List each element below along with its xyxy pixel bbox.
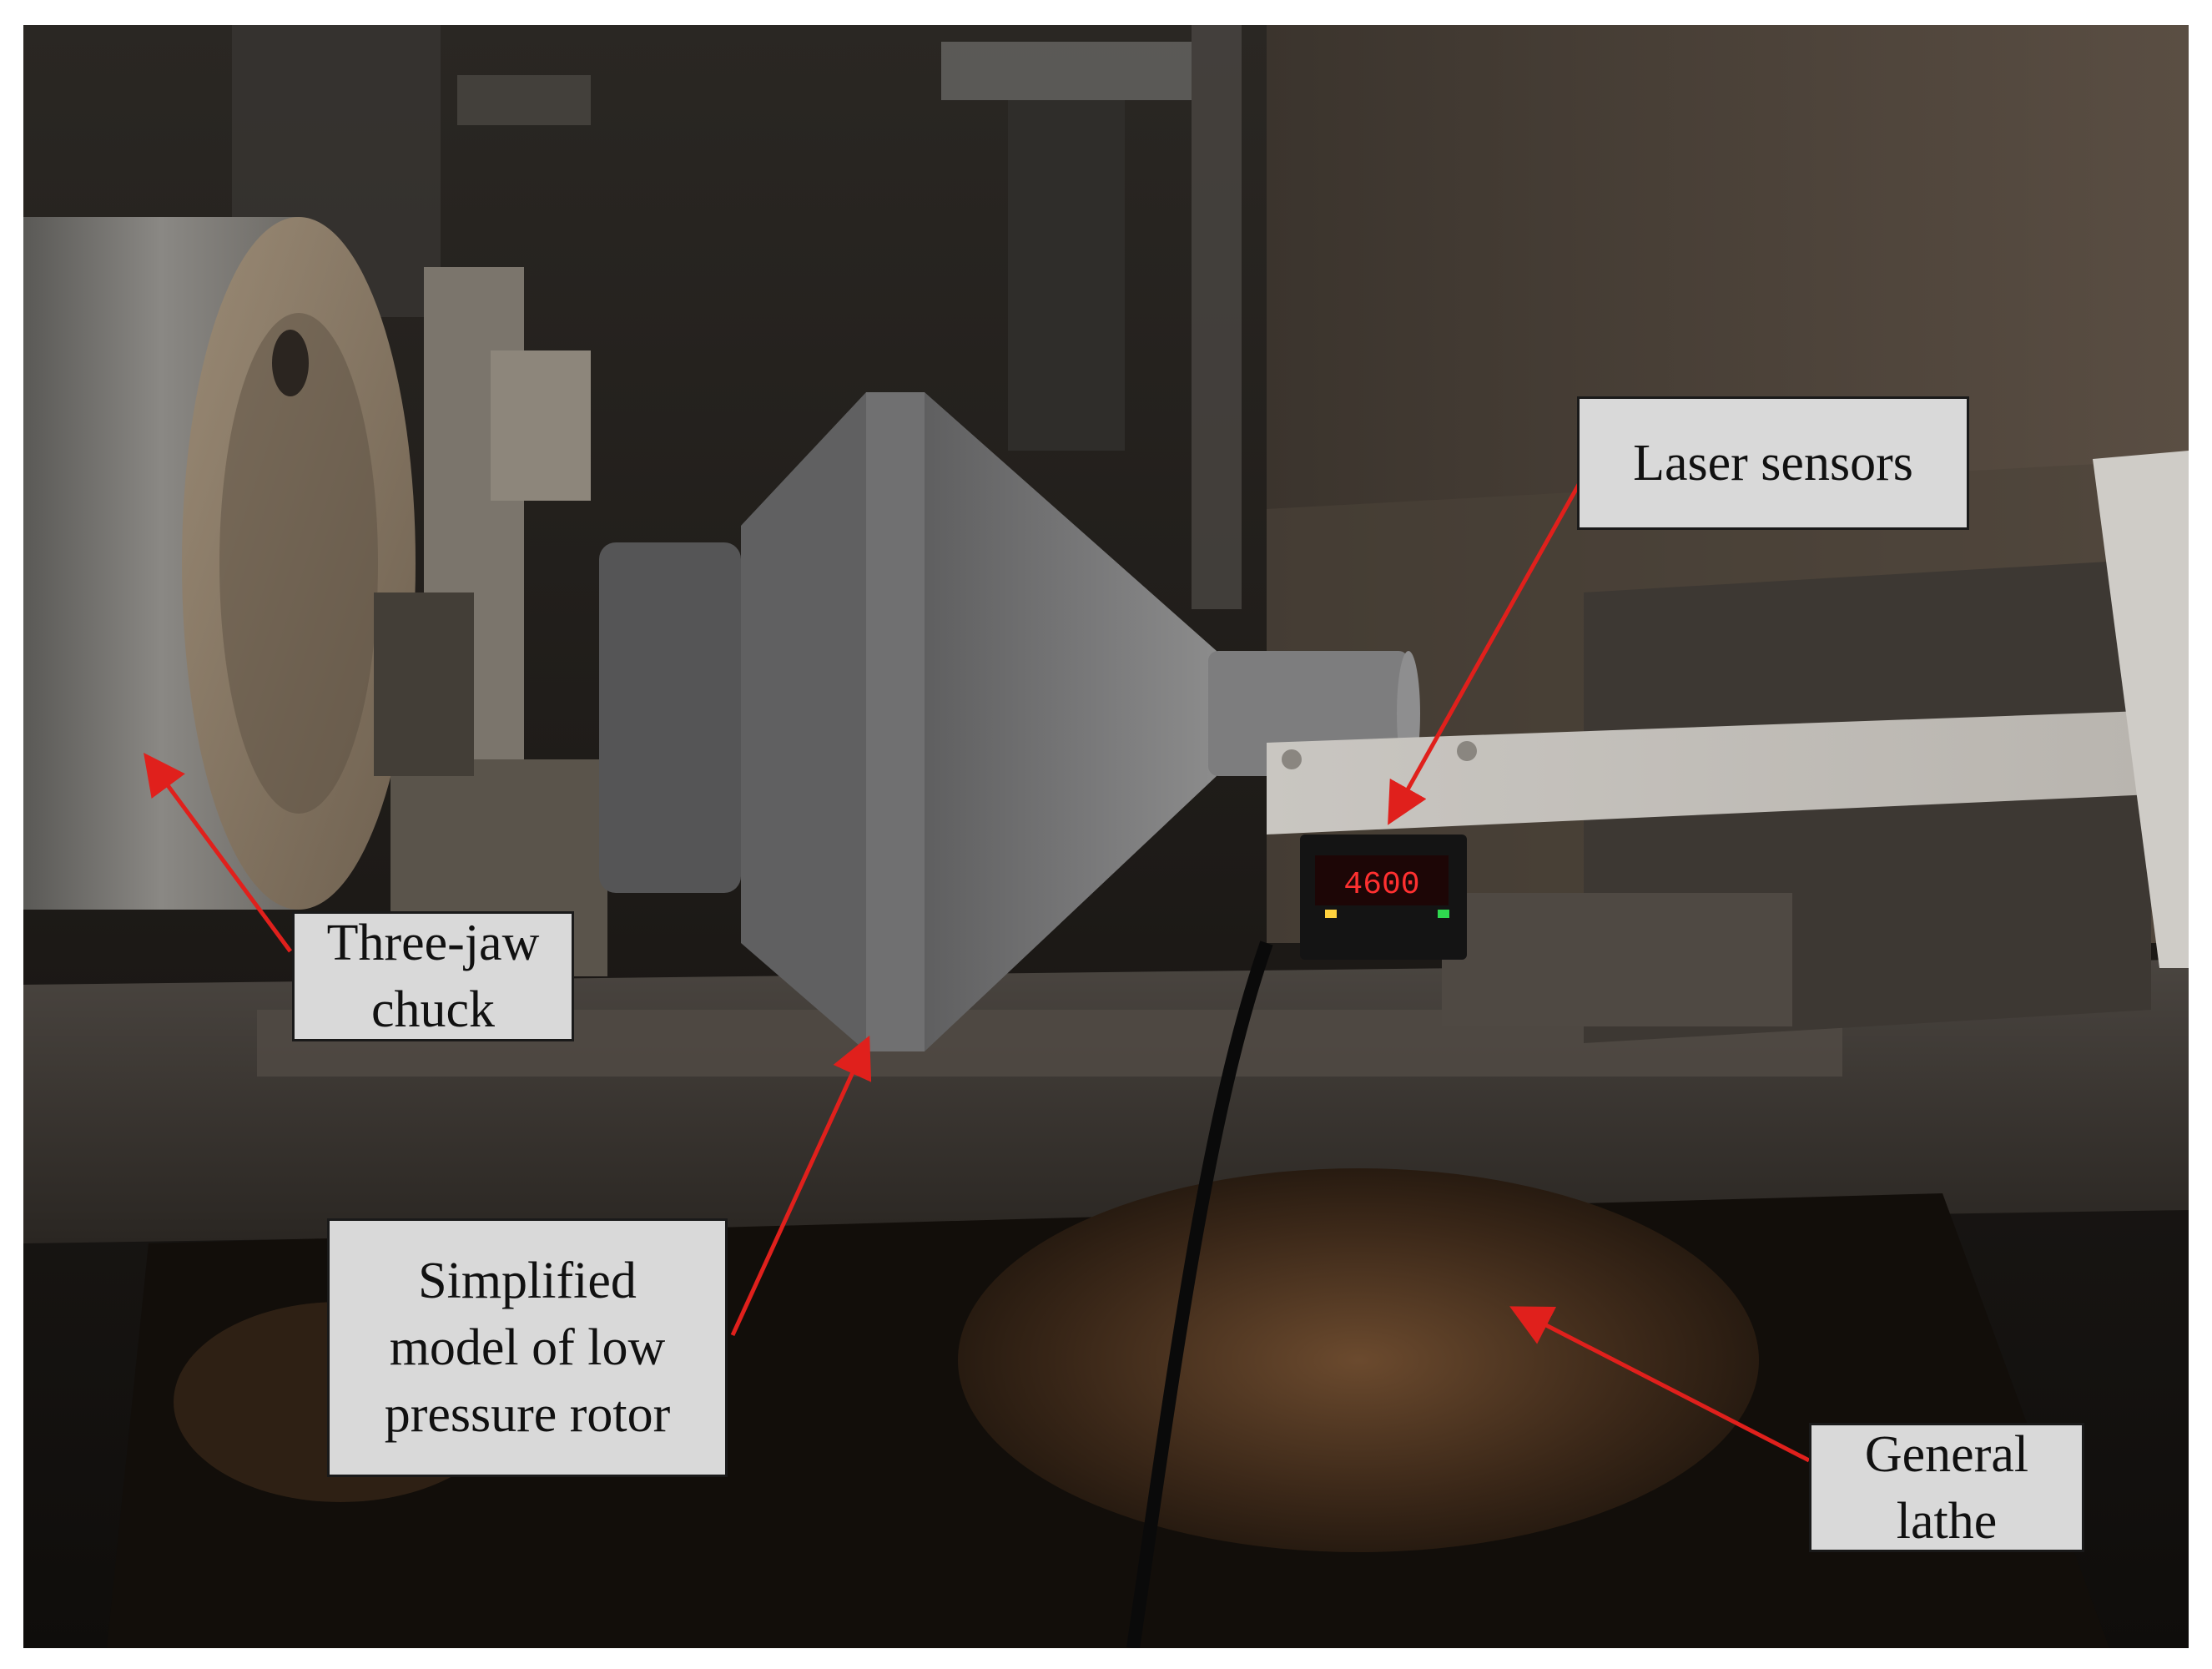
label-general-lathe: General lathe [1809, 1423, 2084, 1552]
sensor-readout: 4600 [1343, 867, 1419, 903]
label-three-jaw-chuck-line-1: Three-jaw [326, 915, 540, 971]
label-laser-sensors-text: Laser sensors [1633, 435, 1913, 492]
label-laser-sensors: Laser sensors [1577, 396, 1969, 530]
label-general-lathe-line-2: lathe [1896, 1492, 1998, 1550]
label-three-jaw-chuck-line-2: chuck [370, 981, 496, 1038]
label-simplified-model-line-2: model of low [389, 1319, 666, 1376]
label-simplified-model-line-1: Simplified [418, 1253, 637, 1309]
label-simplified-model: Simplified model of low pressure rotor [327, 1218, 728, 1477]
label-general-lathe-line-1: General [1864, 1425, 2029, 1483]
photo-figure: 4600 Laser sensors Three-jaw chuck Simpl… [23, 25, 2189, 1648]
label-three-jaw-chuck: Three-jaw chuck [292, 911, 574, 1041]
label-simplified-model-line-3: pressure rotor [384, 1386, 671, 1443]
